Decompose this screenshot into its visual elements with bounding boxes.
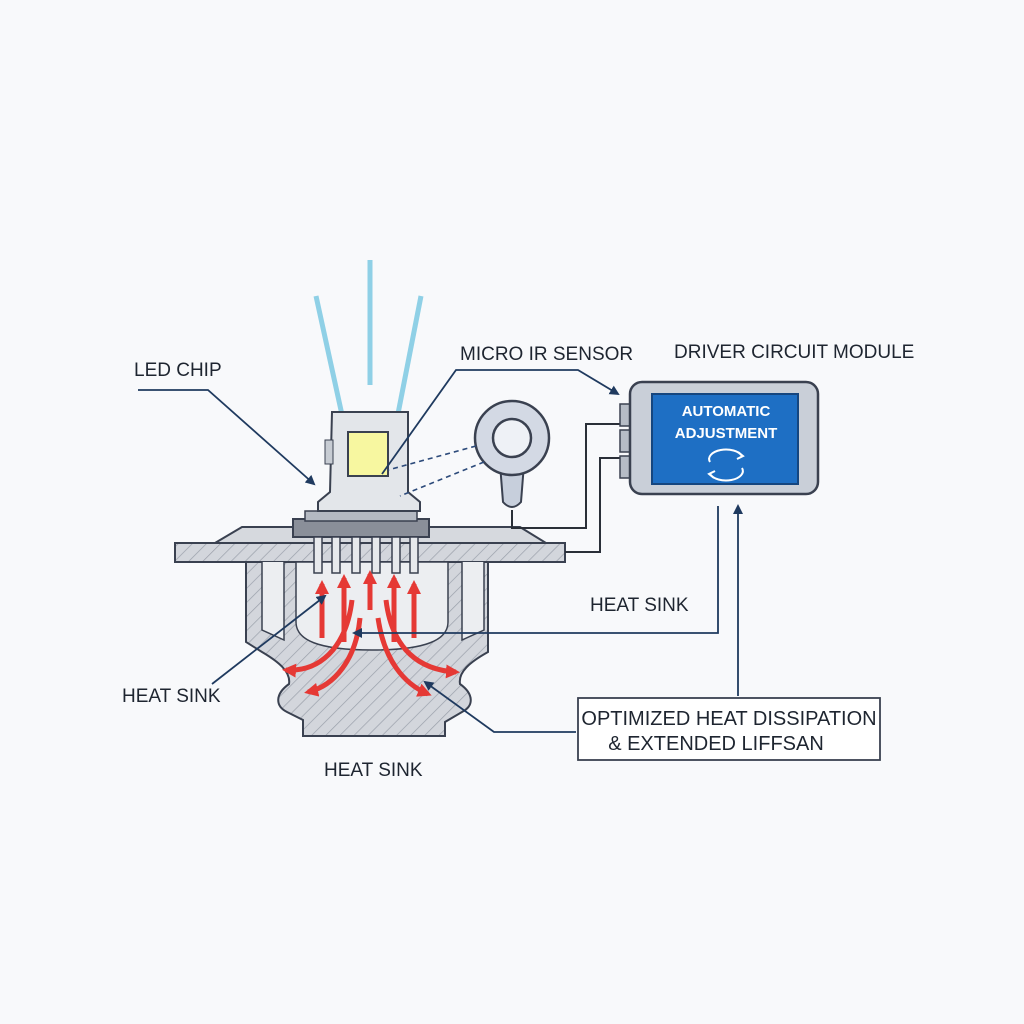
label-heat-sink-bottom: HEAT SINK xyxy=(324,760,423,781)
heat-arrow-curve-right-2 xyxy=(375,617,432,697)
heat-arrow-curve-right xyxy=(383,599,460,679)
base-plate-rim xyxy=(304,510,418,522)
label-led-chip: LED CHIP xyxy=(134,360,222,381)
result-box-frame xyxy=(577,697,881,761)
driver-circuit-module: AUTOMATIC ADJUSTMENT xyxy=(619,380,820,496)
module-screen-line1: AUTOMATIC xyxy=(682,403,771,420)
led-housing-side xyxy=(324,439,334,465)
ir-sensor xyxy=(387,399,551,508)
module-screen xyxy=(651,393,799,485)
leader-driver-module xyxy=(524,369,620,396)
leader-ir-sensor xyxy=(381,369,524,475)
label-ir-sensor: MICRO IR SENSOR xyxy=(460,344,633,365)
cycle-icon xyxy=(707,448,745,482)
label-heat-sink-right: HEAT SINK xyxy=(590,595,689,616)
ir-beam-1 xyxy=(387,445,477,471)
leader-heat-sink-right xyxy=(352,506,719,638)
result-box: OPTIMIZED HEAT DISSIPATION & EXTENDED LI… xyxy=(577,697,881,761)
label-heat-sink-left: HEAT SINK xyxy=(122,686,221,707)
leader-lines xyxy=(138,369,743,733)
leader-led-chip xyxy=(138,389,316,486)
wire-flange-to-module xyxy=(565,457,624,553)
light-beams xyxy=(313,260,424,427)
heat-sink-inner-slot-right xyxy=(461,562,485,642)
light-beam-left xyxy=(313,295,348,427)
ir-beam-2 xyxy=(399,461,485,497)
label-driver-module: DRIVER CIRCUIT MODULE xyxy=(674,342,914,363)
ir-sensor-lens xyxy=(491,417,533,459)
heat-flow-arrows xyxy=(282,570,460,697)
light-beam-right xyxy=(391,295,424,427)
result-box-line1: OPTIMIZED HEAT DISSIPATION xyxy=(581,708,876,730)
wire-sensor-to-module xyxy=(511,423,624,529)
wiring xyxy=(511,423,624,553)
heat-sink-flange xyxy=(174,542,566,563)
heat-sink-inner-slot-left xyxy=(261,562,285,642)
heat-arrow-curve-left xyxy=(282,599,355,678)
heat-sink-body xyxy=(174,526,566,737)
result-box-line2: & EXTENDED LIFFSAN xyxy=(608,733,824,755)
led-emitter xyxy=(347,431,389,477)
module-screen-line2: ADJUSTMENT xyxy=(675,425,778,442)
led-package xyxy=(292,411,430,574)
leader-heat-sink-core xyxy=(423,680,576,733)
leader-heat-sink-left xyxy=(211,594,327,685)
